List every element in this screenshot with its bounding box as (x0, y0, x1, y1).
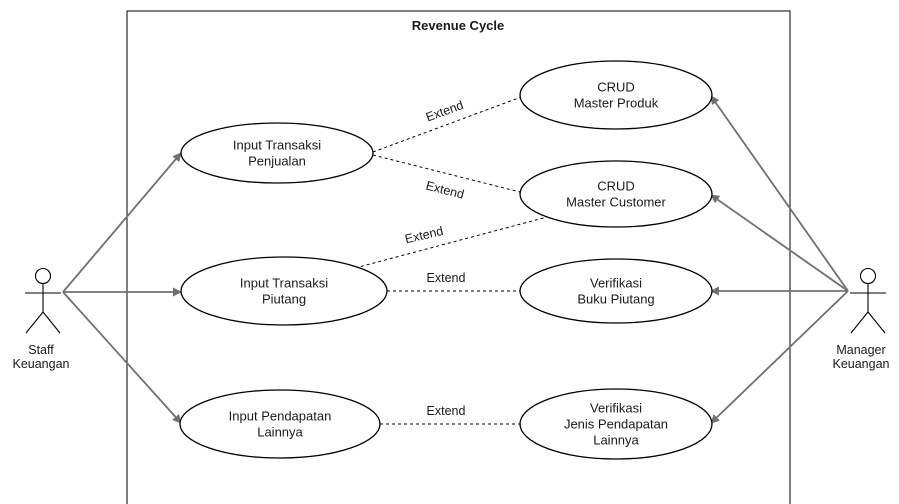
use-case-ellipse (519, 388, 713, 460)
system-boundary (126, 10, 791, 504)
use-case-label: Lainnya (257, 425, 303, 440)
association-arrow (62, 152, 182, 293)
use-case-ellipse (180, 122, 374, 184)
association-arrow (62, 291, 182, 424)
use-case-label: Jenis Pendapatan (564, 417, 668, 432)
extend-relation (354, 211, 567, 269)
actor-left-leg (850, 311, 869, 334)
actor-label: Keuangan (832, 357, 889, 371)
system-title: Revenue Cycle (412, 18, 505, 33)
extend-label: Extend (427, 271, 466, 285)
use-case-label: Input Transaksi (240, 276, 328, 291)
extend-label: Extend (424, 179, 465, 202)
extend-relation (372, 95, 525, 153)
association-arrow (710, 95, 849, 292)
extend-label: Extend (404, 224, 445, 246)
use-case-label: Buku Piutang (577, 292, 654, 307)
actor-label: Staff (28, 343, 54, 357)
actor-head (859, 267, 877, 285)
use-case-label: Input Pendapatan (229, 409, 332, 424)
use-case-label: Piutang (262, 292, 306, 307)
use-case-label: Verifikasi (590, 401, 642, 416)
use-case-ellipse (519, 160, 713, 228)
actor-label: Manager (836, 343, 885, 357)
association-arrow (710, 194, 849, 292)
actor-right-leg (42, 311, 61, 334)
use-case-ellipse (180, 256, 388, 326)
use-case-label: Master Produk (574, 96, 659, 111)
use-case-ellipse (519, 258, 713, 324)
association-arrow (710, 290, 849, 424)
use-case-label: CRUD (597, 80, 635, 95)
use-case-label: Penjualan (248, 154, 306, 169)
use-case-label: Input Transaksi (233, 138, 321, 153)
use-case-ellipse (179, 389, 381, 459)
use-case-label: Lainnya (593, 433, 639, 448)
extend-relation (372, 154, 525, 194)
use-case-label: Verifikasi (590, 276, 642, 291)
extend-label: Extend (427, 404, 466, 418)
actor-label: Keuangan (12, 357, 69, 371)
actor-right-leg (867, 311, 886, 334)
use-case-label: CRUD (597, 179, 635, 194)
actor-head (34, 267, 52, 285)
use-case-label: Master Customer (566, 195, 666, 210)
actor-left-leg (25, 311, 44, 334)
use-case-ellipse (519, 60, 713, 130)
